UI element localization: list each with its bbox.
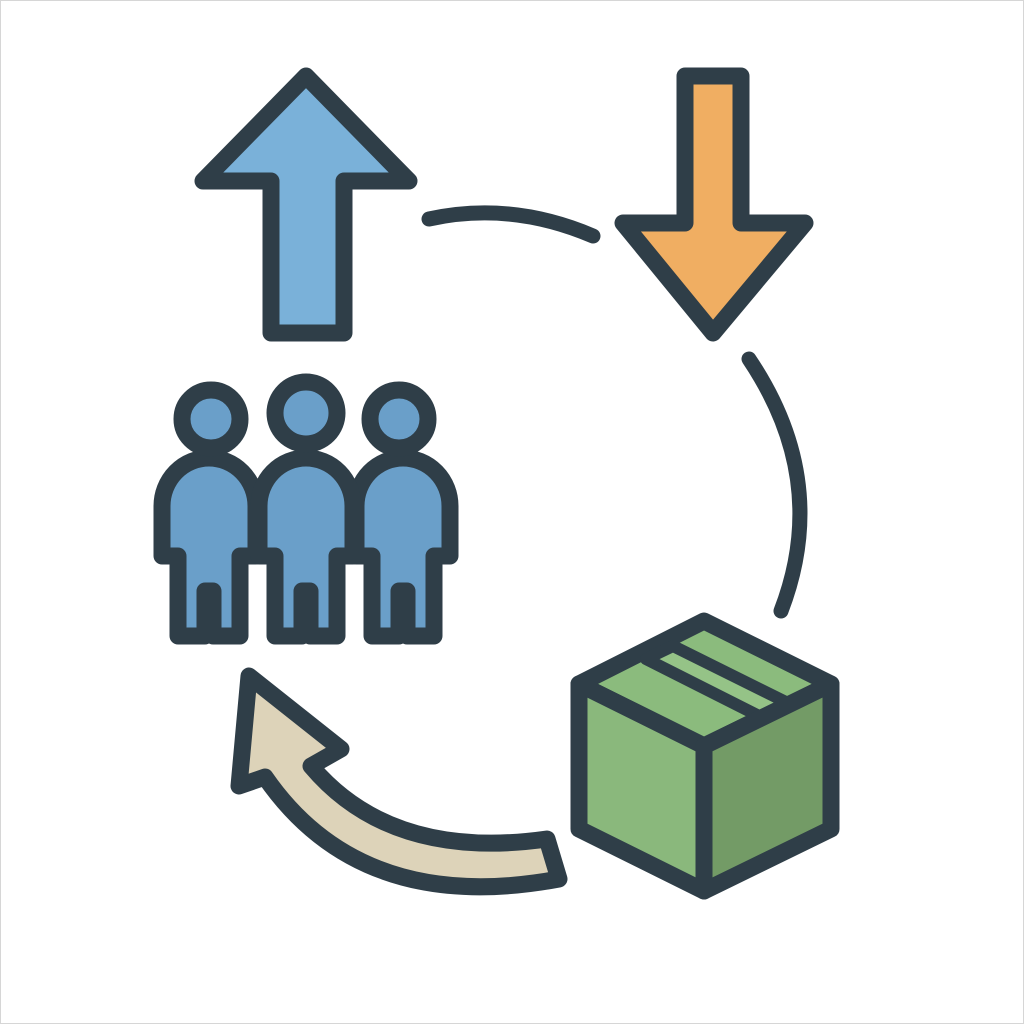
person-right	[347, 449, 459, 645]
up-arrow-icon	[194, 67, 418, 342]
cycle-arc-top	[421, 205, 601, 244]
person-left	[153, 449, 265, 645]
person-right-head	[361, 381, 437, 457]
person-middle-head	[266, 373, 346, 453]
person-middle	[250, 449, 362, 645]
people-group-icon	[153, 373, 459, 645]
down-arrow-icon	[614, 67, 814, 342]
box-right-face	[695, 675, 840, 900]
person-left-head	[173, 381, 249, 457]
package-box-icon	[570, 612, 840, 900]
cycle-arc-right	[741, 351, 808, 619]
curved-return-arrow-icon	[230, 667, 568, 896]
